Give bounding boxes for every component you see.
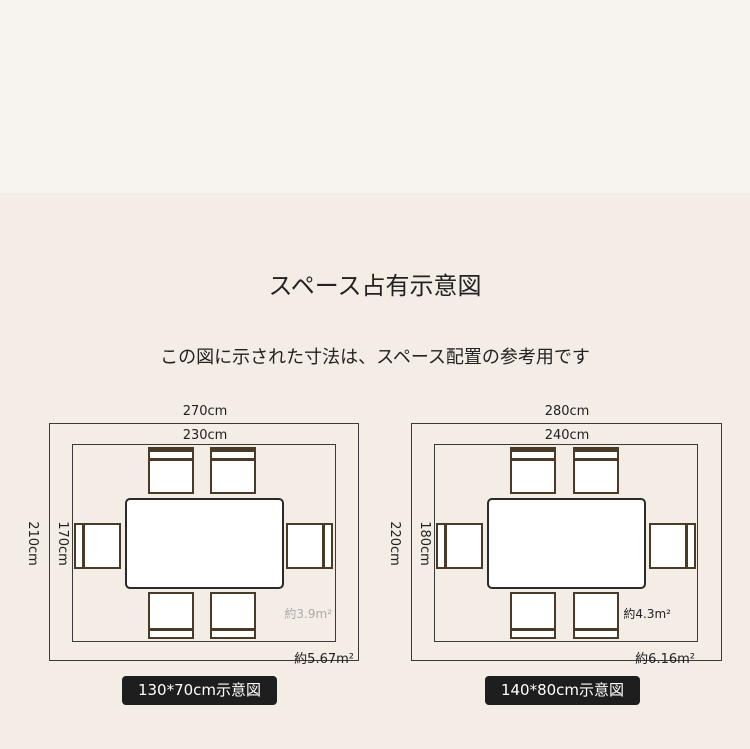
- outer-width-label: 270cm: [182, 404, 228, 419]
- caption-130x70: 130*70cm示意図: [122, 676, 277, 705]
- inner-area: [434, 444, 698, 642]
- inner-height-label: 170cm: [54, 521, 70, 566]
- chair: [573, 592, 619, 639]
- chair: [510, 592, 556, 639]
- dining-table: [125, 498, 284, 589]
- outer-height-label: 220cm: [386, 521, 402, 566]
- chair: [436, 523, 483, 569]
- chair: [286, 523, 333, 569]
- inner-area: [72, 444, 336, 642]
- layout-diagram-140x80: 280cm 240cm 220cm 180cm 約4.3m² 約6.16m²: [387, 404, 722, 667]
- outer-height-label: 210cm: [24, 521, 40, 566]
- inner-width-label: 240cm: [544, 428, 590, 443]
- chair: [649, 523, 696, 569]
- page-subtitle: この図に示された寸法は、スペース配置の参考用です: [160, 347, 590, 368]
- top-banner: [0, 0, 750, 193]
- caption-140x80: 140*80cm示意図: [485, 676, 640, 705]
- outer-width-label: 280cm: [544, 404, 590, 419]
- page-title: スペース占有示意図: [268, 272, 482, 300]
- chair: [148, 592, 194, 639]
- outer-area-label: 約5.67m²: [294, 652, 354, 667]
- dining-table: [487, 498, 646, 589]
- chair: [74, 523, 121, 569]
- chair: [210, 447, 256, 494]
- layout-diagram-130x70: 270cm 230cm 210cm 170cm 約3.9m² 約5.67m²: [25, 404, 359, 667]
- chair: [210, 592, 256, 639]
- inner-width-label: 230cm: [182, 428, 228, 443]
- chair: [148, 447, 194, 494]
- inner-area-label: 約3.9m²: [284, 607, 332, 621]
- outer-area-label: 約6.16m²: [635, 652, 695, 667]
- chair: [573, 447, 619, 494]
- inner-height-label: 180cm: [416, 521, 432, 566]
- inner-area-label: 約4.3m²: [623, 607, 671, 621]
- chair: [510, 447, 556, 494]
